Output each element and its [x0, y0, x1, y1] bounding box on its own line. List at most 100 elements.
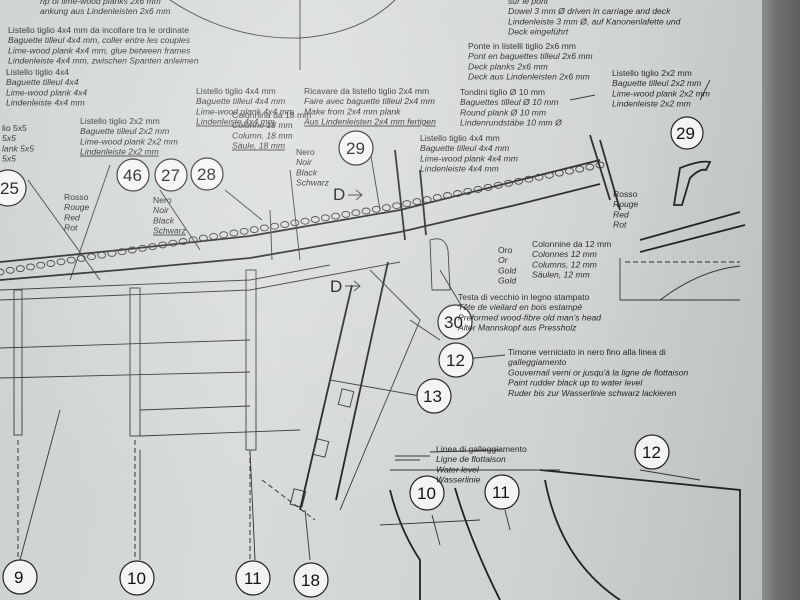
frieze-ornament	[209, 232, 219, 240]
frieze-ornament	[514, 177, 524, 185]
listello-4x4-center-label-line: Baguette tilleul 4x4 mm	[420, 143, 509, 153]
frieze-ornament	[15, 265, 25, 273]
ponte-label-line: Deck planks 2x6 mm	[468, 61, 548, 71]
part-number-12-bottom: 12	[642, 443, 661, 462]
frieze-ornament	[483, 183, 493, 191]
frieze-ornament	[188, 236, 198, 244]
rosso-left-label-line: Rosso	[64, 192, 89, 202]
frieze-ornament	[158, 241, 168, 249]
frieze-ornament	[66, 256, 76, 264]
nero-label-line: Noir	[296, 157, 313, 167]
frieze-ornament	[56, 258, 66, 266]
section-mark-d-lower: D	[330, 277, 342, 296]
ponte-label-line: Deck aus Lindenleisten 2x6 mm	[468, 72, 590, 82]
part-number-29-right: 29	[676, 124, 695, 143]
part-number-25: 25	[0, 179, 19, 198]
frieze-ornament	[148, 243, 157, 251]
part-number-29: 29	[346, 139, 365, 158]
listello-4x4-mid-label-line: Lime-wood plank 4x4 mm	[196, 106, 294, 116]
part-number-18: 18	[301, 571, 320, 590]
hull-frames-section	[379, 469, 741, 600]
listello-4x4-mid-label-line: Lindenleiste 4x4 mm	[196, 117, 275, 127]
listello-2x2-left-label-line: Baguette tilleul 2x2 mm	[80, 126, 169, 136]
oro-label-line: Gold	[498, 276, 516, 286]
part-number-9: 9	[14, 568, 23, 587]
testa-label-line: Alter Mannskopf aus Pressholz	[457, 323, 577, 333]
frieze-ornament	[97, 251, 107, 259]
linea-label-line: Wasserlinie	[436, 475, 480, 485]
frieze-ornament	[270, 222, 280, 230]
ricavare-label-line: Faire avec baguette tilleul 2x4 mm	[304, 96, 435, 106]
listello-5x5-label-line: 5x5	[2, 133, 16, 143]
part-number-10: 10	[127, 569, 146, 588]
timone-label-line: Paint rudder black up to water level	[508, 378, 643, 388]
frieze-ornament	[219, 231, 229, 239]
frieze-ornament	[453, 190, 463, 197]
listello-4x4-center-label-line: Lime-wood plank 4x4 mm	[420, 153, 518, 163]
frieze-ornament	[412, 198, 422, 206]
listello-2x2-right-label-line: Lime-wood plank 2x2 mm	[612, 88, 710, 98]
nero-label-line: Nero	[296, 147, 315, 157]
frieze-ornament	[26, 263, 35, 271]
stern-post	[269, 134, 621, 291]
frieze-ornament	[585, 163, 595, 171]
frieze-ornament	[361, 207, 371, 215]
part-number-10-bottom: 10	[417, 484, 436, 503]
timone-label-line: Gouvernail verni or jusqu'à la ligne de …	[508, 367, 689, 377]
listello-4x4-center-label-line: Lindenleiste 4x4 mm	[420, 164, 499, 174]
ordinate-label-line: Listello tiglio 4x4 mm da incollare tra …	[8, 25, 189, 35]
colonnine-12-label-line: Säulen, 12 mm	[532, 270, 590, 280]
frieze-ornament	[137, 244, 147, 252]
rosso-right-label-line: Rot	[613, 220, 627, 230]
ordinate-label-line: Lindenleiste 4x4 mm, zwischen Spanten an…	[8, 56, 199, 66]
frieze-ornament	[544, 171, 554, 179]
tondini-label-line: Lindenrundstäbe 10 mm Ø	[460, 118, 563, 128]
frieze-ornament	[524, 175, 534, 183]
timone-label-line: galleggiamento	[508, 357, 567, 367]
frieze-ornament	[300, 217, 310, 225]
top-right-label-line: Dowel 3 mm Ø driven in carriage and deck	[508, 6, 671, 16]
nero-label-line: Schwarz	[296, 178, 330, 188]
ponte-label-line: Pont en baguettes tilleul 2x6 mm	[468, 51, 593, 61]
frieze-ornament	[87, 253, 96, 261]
frieze-ornament	[249, 226, 259, 234]
testa-label-line: Testa di vecchio in legno stampato	[458, 292, 590, 302]
frieze-ornament	[331, 212, 341, 220]
leader-lines	[19, 79, 711, 561]
frieze-ornament	[575, 165, 585, 173]
tondini-label-line: Baguettes tilleul Ø 10 mm	[460, 97, 558, 107]
listello-2x2-right-label-line: Baguette tilleul 2x2 mm	[612, 78, 701, 88]
nero-label-line: Black	[296, 167, 318, 177]
frieze-ornament	[463, 187, 473, 195]
part-number-30: 30	[444, 313, 463, 332]
frieze-ornament	[107, 249, 117, 257]
nero-small-label-line: Noir	[153, 205, 170, 215]
oro-label-line: Or	[498, 255, 509, 265]
frieze-ornament	[117, 248, 127, 256]
frieze-ornament	[341, 210, 351, 218]
frieze-ornament	[473, 185, 483, 193]
nero-small-label-line: Nero	[153, 195, 172, 205]
nero-small-label-line: Schwarz	[153, 226, 187, 236]
part-number-46: 46	[123, 166, 142, 185]
listello-2x2-left-label-line: Lime-wood plank 2x2 mm	[80, 136, 178, 146]
listello-left-label-line: Lime-wood plank 4x4	[6, 87, 87, 97]
rosso-left-label-line: Rot	[64, 223, 78, 233]
linea-label-line: Ligne de flottaison	[436, 454, 506, 464]
frieze-ornament	[259, 224, 269, 232]
tondini-label-line: Round plank Ø 10 mm	[460, 107, 546, 117]
frieze-ornament	[168, 239, 178, 247]
linea-label-line: Linea di galleggiamento	[436, 444, 527, 454]
frieze-ornament	[239, 227, 249, 235]
hull-arc-outline	[169, 0, 396, 39]
part-number-12: 12	[446, 351, 465, 370]
listello-left-label-line: Lindenleiste 4x4 mm	[6, 98, 85, 108]
part-number-28: 28	[197, 165, 216, 184]
section-mark-d-upper: D	[333, 185, 345, 204]
top-right-label-line: Lindenleiste 3 mm Ø, auf Kanonenlafette …	[508, 16, 681, 26]
frieze-ornament	[310, 216, 320, 223]
frieze-ornament	[46, 260, 56, 267]
listello-2x2-left-label-line: Lindenleiste 2x2 mm	[80, 147, 159, 157]
listello-left-label-line: Baguette tilleul 4x4	[6, 77, 79, 87]
